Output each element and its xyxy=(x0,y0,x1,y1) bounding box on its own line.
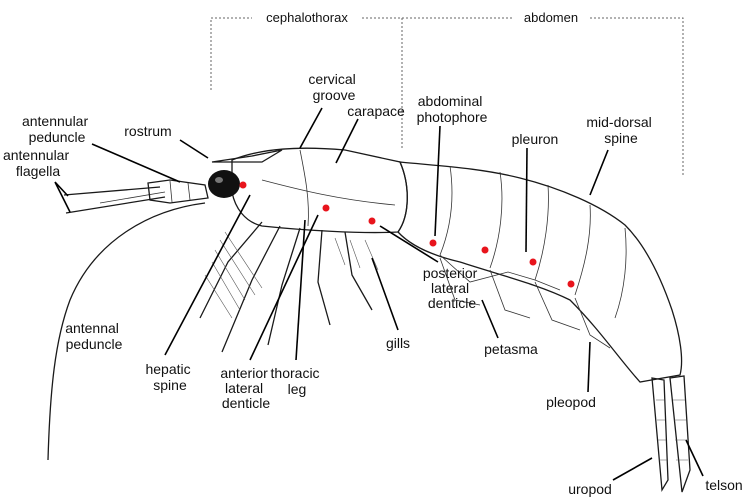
antennular-peduncle-shape xyxy=(148,180,208,203)
label-antennular-flagella: antennular flagella xyxy=(3,147,73,179)
leader-carapace xyxy=(336,119,358,163)
leader-hepatic-spine xyxy=(165,195,250,355)
thoracic-leg-5 xyxy=(345,232,372,310)
leader-pleuron xyxy=(526,148,527,252)
mouthpart-hatching xyxy=(205,232,262,318)
leader-pleopod xyxy=(588,342,590,392)
marker-posterior-lateral-denticle xyxy=(369,218,376,225)
label-mid-dorsal-spine: mid-dorsal spine xyxy=(586,114,655,146)
marker-abdominal-photophore-2 xyxy=(482,247,489,254)
abdomen-segment-5 xyxy=(615,228,626,318)
label-anterior-lateral-denticle: anterior lateral denticle xyxy=(220,365,271,411)
leader-antennular-peduncle xyxy=(92,144,180,182)
thoracic-leg-4 xyxy=(318,230,330,325)
label-carapace: carapace xyxy=(347,103,405,119)
label-posterior-lateral-denticle: posterior lateral denticle xyxy=(423,265,481,311)
rostrum-shape xyxy=(212,150,282,162)
leader-cervical-groove xyxy=(300,108,322,148)
leader-petasma xyxy=(482,300,498,338)
label-rostrum: rostrum xyxy=(124,123,171,139)
eye xyxy=(208,170,240,198)
shrimp-illustration xyxy=(48,148,690,492)
leader-gills xyxy=(372,258,398,330)
antennular-flagellum-upper xyxy=(64,187,160,195)
label-gills: gills xyxy=(386,335,410,351)
label-cervical-groove: cervical groove xyxy=(308,71,359,103)
label-abdominal-photophore: abdominal photophore xyxy=(417,93,488,125)
leader-abdominal-photophore xyxy=(435,126,440,236)
leader-posterior-lateral-denticle xyxy=(380,226,438,262)
marker-anterior-lateral-denticle xyxy=(323,205,330,212)
leader-mid-dorsal-spine xyxy=(590,150,608,195)
label-hepatic-spine: hepatic spine xyxy=(145,361,194,393)
abdomen-heading: abdomen xyxy=(524,10,578,25)
label-petasma: petasma xyxy=(484,341,538,357)
label-antennal-peduncle: antennal peduncle xyxy=(65,320,123,352)
marker-hepatic-spine xyxy=(240,182,247,189)
marker-abdominal-photophore-1 xyxy=(430,240,437,247)
leader-antennular-flagella xyxy=(55,182,70,212)
marker-abdominal-photophore-3 xyxy=(530,259,537,266)
abdomen-segment-2 xyxy=(490,172,502,268)
labels: antennular peduncle antennular flagella … xyxy=(3,71,743,497)
leader-rostrum xyxy=(180,140,208,158)
tail-hatching xyxy=(656,400,688,460)
peduncle-segments xyxy=(170,181,190,202)
label-pleopod: pleopod xyxy=(546,394,596,410)
abdomen-segment-3 xyxy=(535,185,548,280)
label-telson: telson xyxy=(705,477,742,493)
label-pleuron: pleuron xyxy=(512,131,559,147)
carapace-ridge xyxy=(262,180,395,205)
abdomen-segment-1 xyxy=(440,166,452,255)
cervical-groove-line xyxy=(300,150,308,226)
leader-uropod xyxy=(613,458,652,480)
abdomen-bracket-right xyxy=(590,18,683,175)
leader-lines xyxy=(55,108,703,480)
pleopod-4 xyxy=(575,298,610,348)
telson-shape xyxy=(670,376,690,492)
leader-anterior-lateral-denticle xyxy=(250,215,318,360)
gill-hatching xyxy=(335,238,378,270)
uropod-shape xyxy=(652,378,668,490)
label-thoracic-leg: thoracic leg xyxy=(271,365,324,397)
label-antennular-peduncle: antennular peduncle xyxy=(22,113,92,145)
leader-telson xyxy=(686,440,703,476)
cephalothorax-bracket-left xyxy=(211,18,252,90)
cephalothorax-heading: cephalothorax xyxy=(266,10,348,25)
abdomen-segment-4 xyxy=(575,205,590,295)
eye-highlight xyxy=(215,177,223,183)
label-uropod: uropod xyxy=(568,481,612,497)
carapace-shape xyxy=(232,148,407,232)
leader-thoracic-leg xyxy=(296,220,305,360)
marker-abdominal-photophore-4 xyxy=(568,281,575,288)
cephalothorax-bracket-right xyxy=(362,18,402,150)
